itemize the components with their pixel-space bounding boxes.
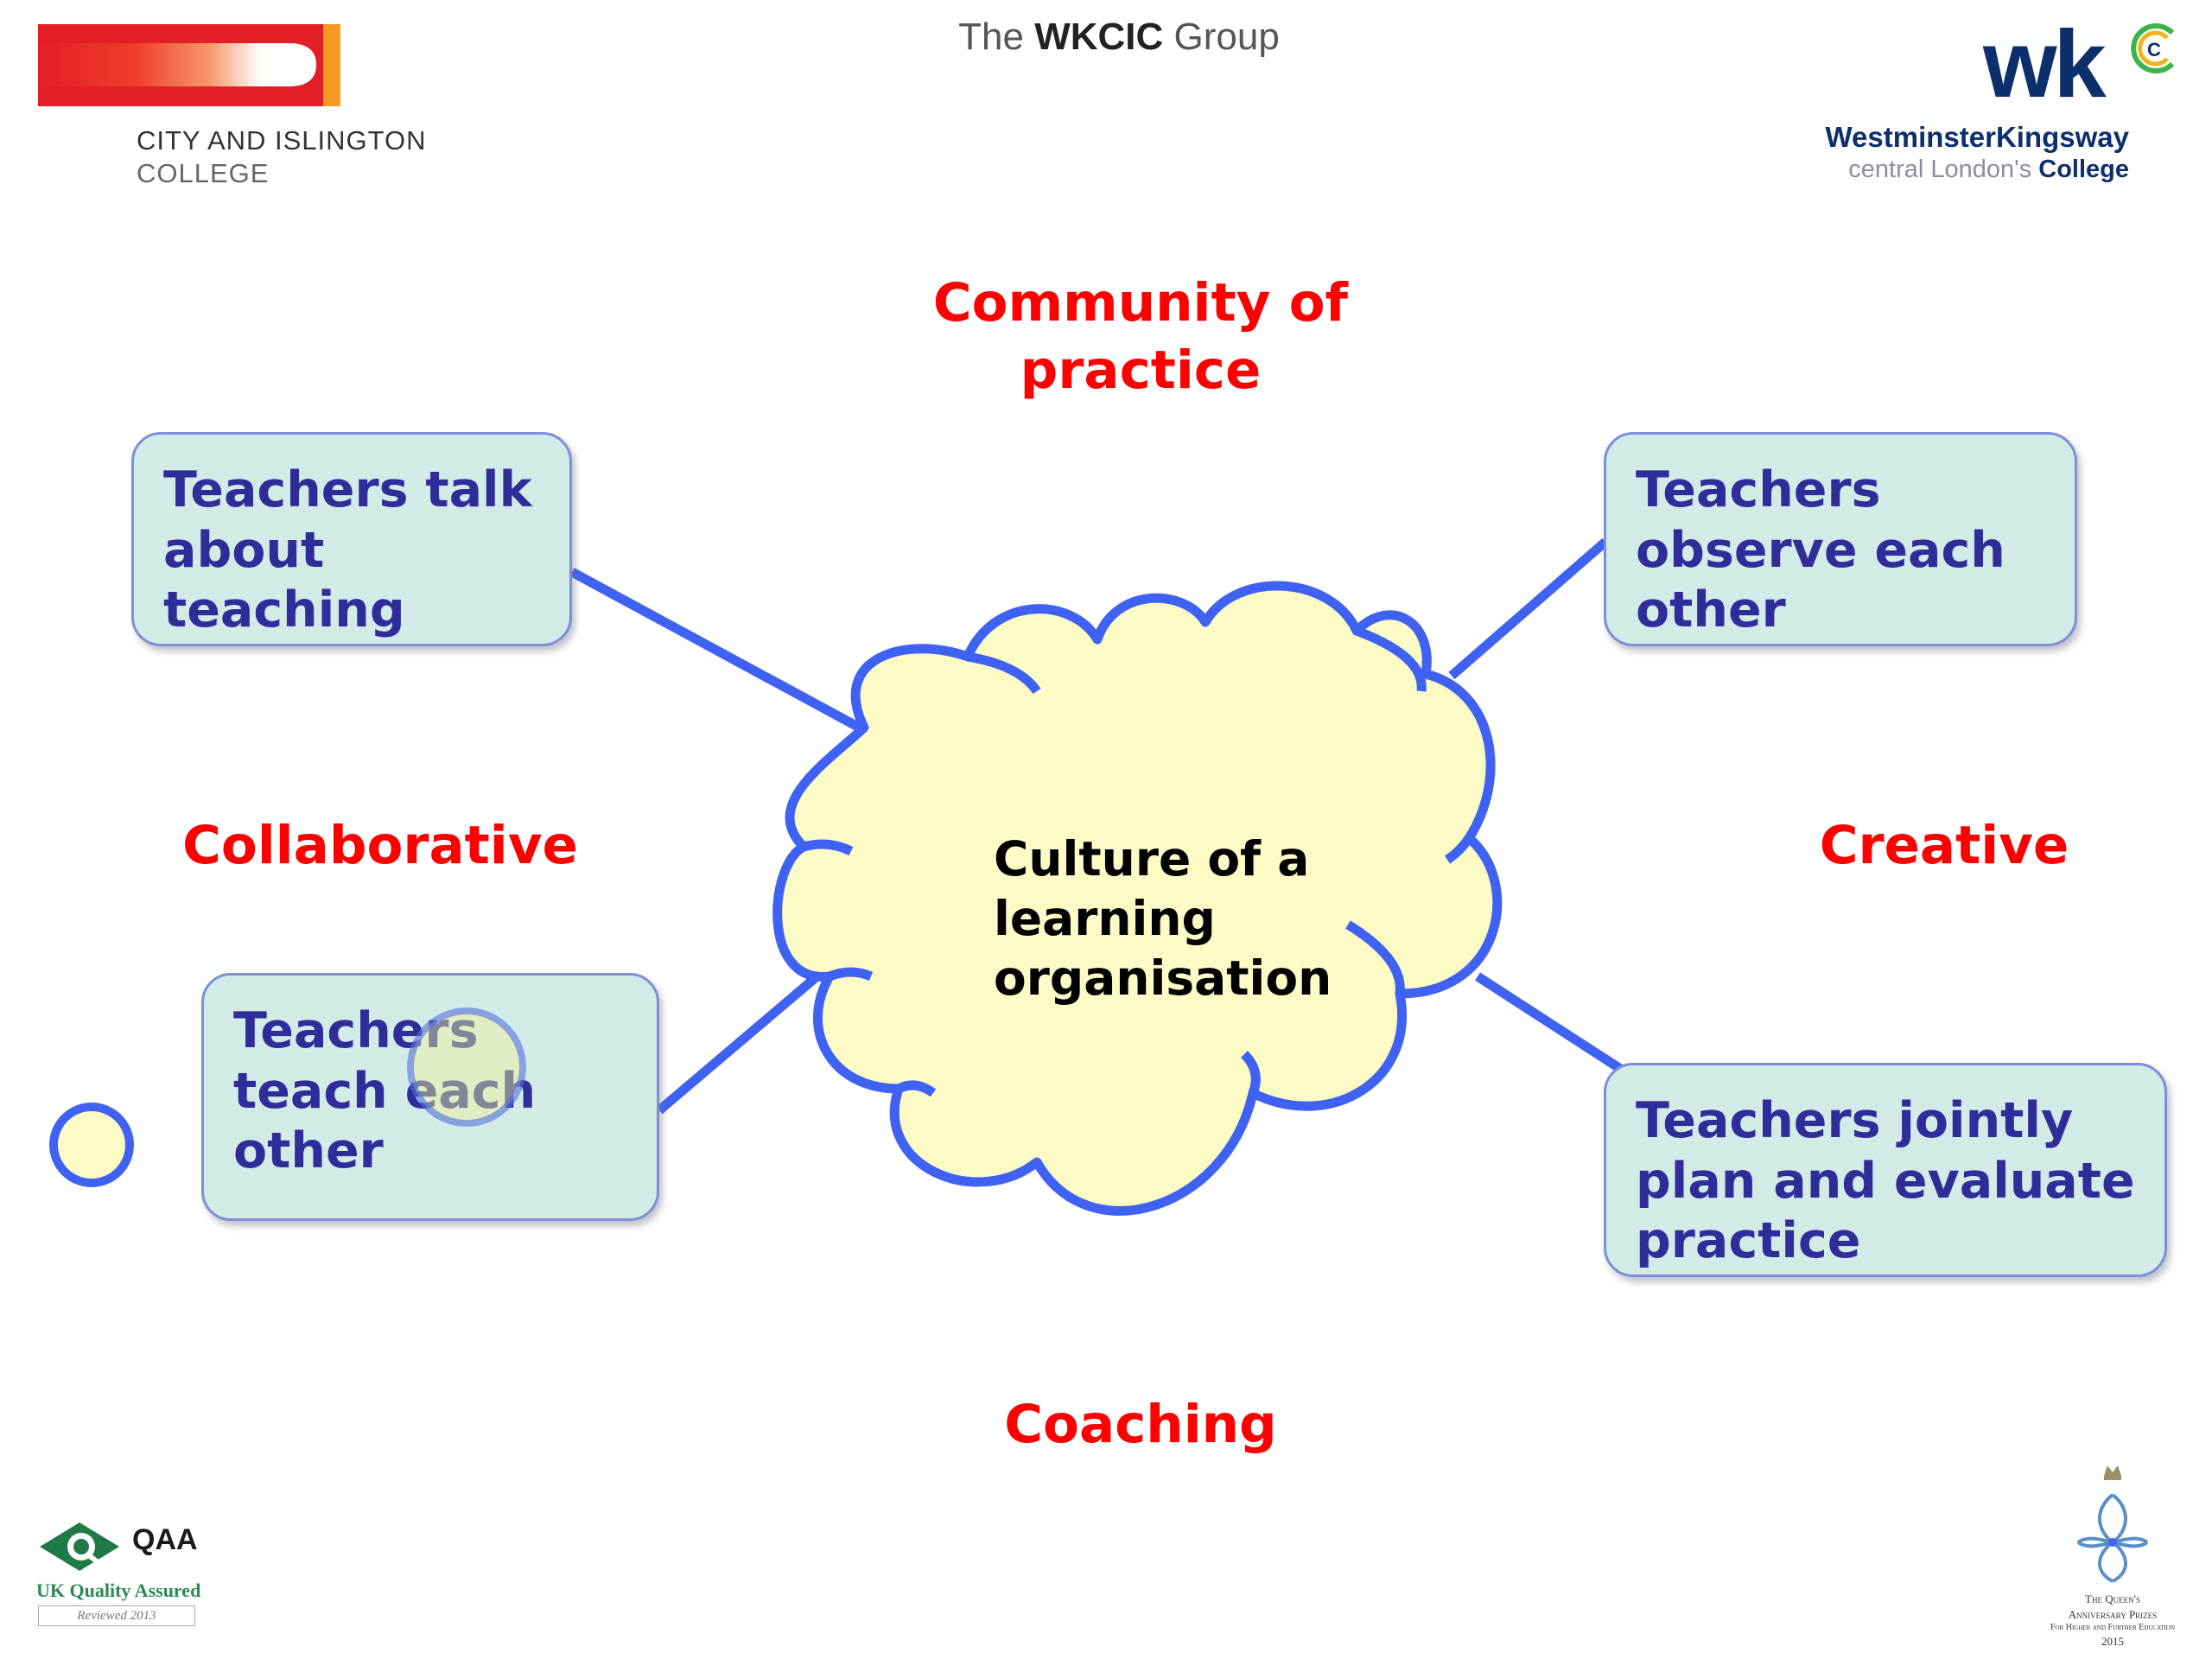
group-title: The WKCIC Group — [958, 16, 1280, 58]
connector-bottom-left — [656, 965, 829, 1115]
wk-logo-c-icon: C — [2131, 23, 2175, 73]
qaa-subtitle: UK Quality Assured — [36, 1580, 201, 1601]
qaa-logo-text: QAA — [132, 1523, 198, 1556]
theme-label-top: Community of practice — [932, 272, 1349, 402]
cloud-arc-3 — [1444, 835, 1473, 864]
thought-cloud — [772, 581, 1503, 1216]
cursor-dot-icon — [49, 1103, 134, 1187]
city-islington-logo-bar — [38, 24, 340, 106]
box-teachers-talk: Teachers talk about teaching — [131, 432, 572, 646]
cloud-arc-4 — [1345, 920, 1405, 995]
queens-prize-line2: Anniversary Prizes — [2068, 1607, 2158, 1621]
cloud-arc-7 — [827, 967, 874, 982]
city-islington-logo-line2: COLLEGE — [137, 158, 270, 188]
queens-prize-text: The Queen's Anniversary Prizes For Highe… — [2026, 1592, 2199, 1649]
queens-prize-line1: The Queen's — [2085, 1592, 2140, 1605]
pointer-highlight-icon — [407, 1007, 526, 1127]
theme-label-left: Collaborative — [182, 815, 578, 876]
box-teachers-observe: Teachers observe each other — [1604, 432, 2077, 646]
theme-label-bottom: Coaching — [1004, 1394, 1277, 1455]
wk-logo-tagline: central London's College — [1848, 156, 2129, 183]
queens-prize-line3: For Higher and Further Education — [2050, 1623, 2176, 1633]
cloud-arc-8 — [802, 839, 854, 856]
queens-prize-emblem-icon — [2076, 1465, 2149, 1583]
wk-logo-c-letter: C — [2147, 39, 2161, 60]
wk-logo-mark: wk — [1983, 11, 2107, 118]
connector-top-left — [569, 568, 867, 734]
cloud-center-text: Culture of a learning organisation — [994, 831, 1332, 1006]
queens-prize-year: 2015 — [2101, 1634, 2124, 1648]
connector-top-right — [1448, 537, 1609, 680]
cloud-arc-5 — [1240, 1051, 1261, 1096]
connector-bottom-right — [1475, 972, 1627, 1076]
theme-label-right: Creative — [1819, 815, 2069, 876]
wk-logo-name: WestminsterKingsway — [1825, 121, 2130, 153]
cloud-arc-1 — [967, 652, 1041, 695]
cloud-arc-6 — [896, 1080, 937, 1097]
box-teachers-teach: Teachers teach each other — [201, 973, 659, 1221]
box-teachers-jointly: Teachers jointly plan and evaluate pract… — [1604, 1063, 2167, 1277]
qaa-reviewed: Reviewed 2013 — [38, 1605, 195, 1626]
qaa-logo-icon — [40, 1522, 119, 1571]
cloud-arc-2 — [1355, 626, 1427, 692]
city-islington-logo-line1: CITY AND ISLINGTON — [137, 125, 427, 156]
